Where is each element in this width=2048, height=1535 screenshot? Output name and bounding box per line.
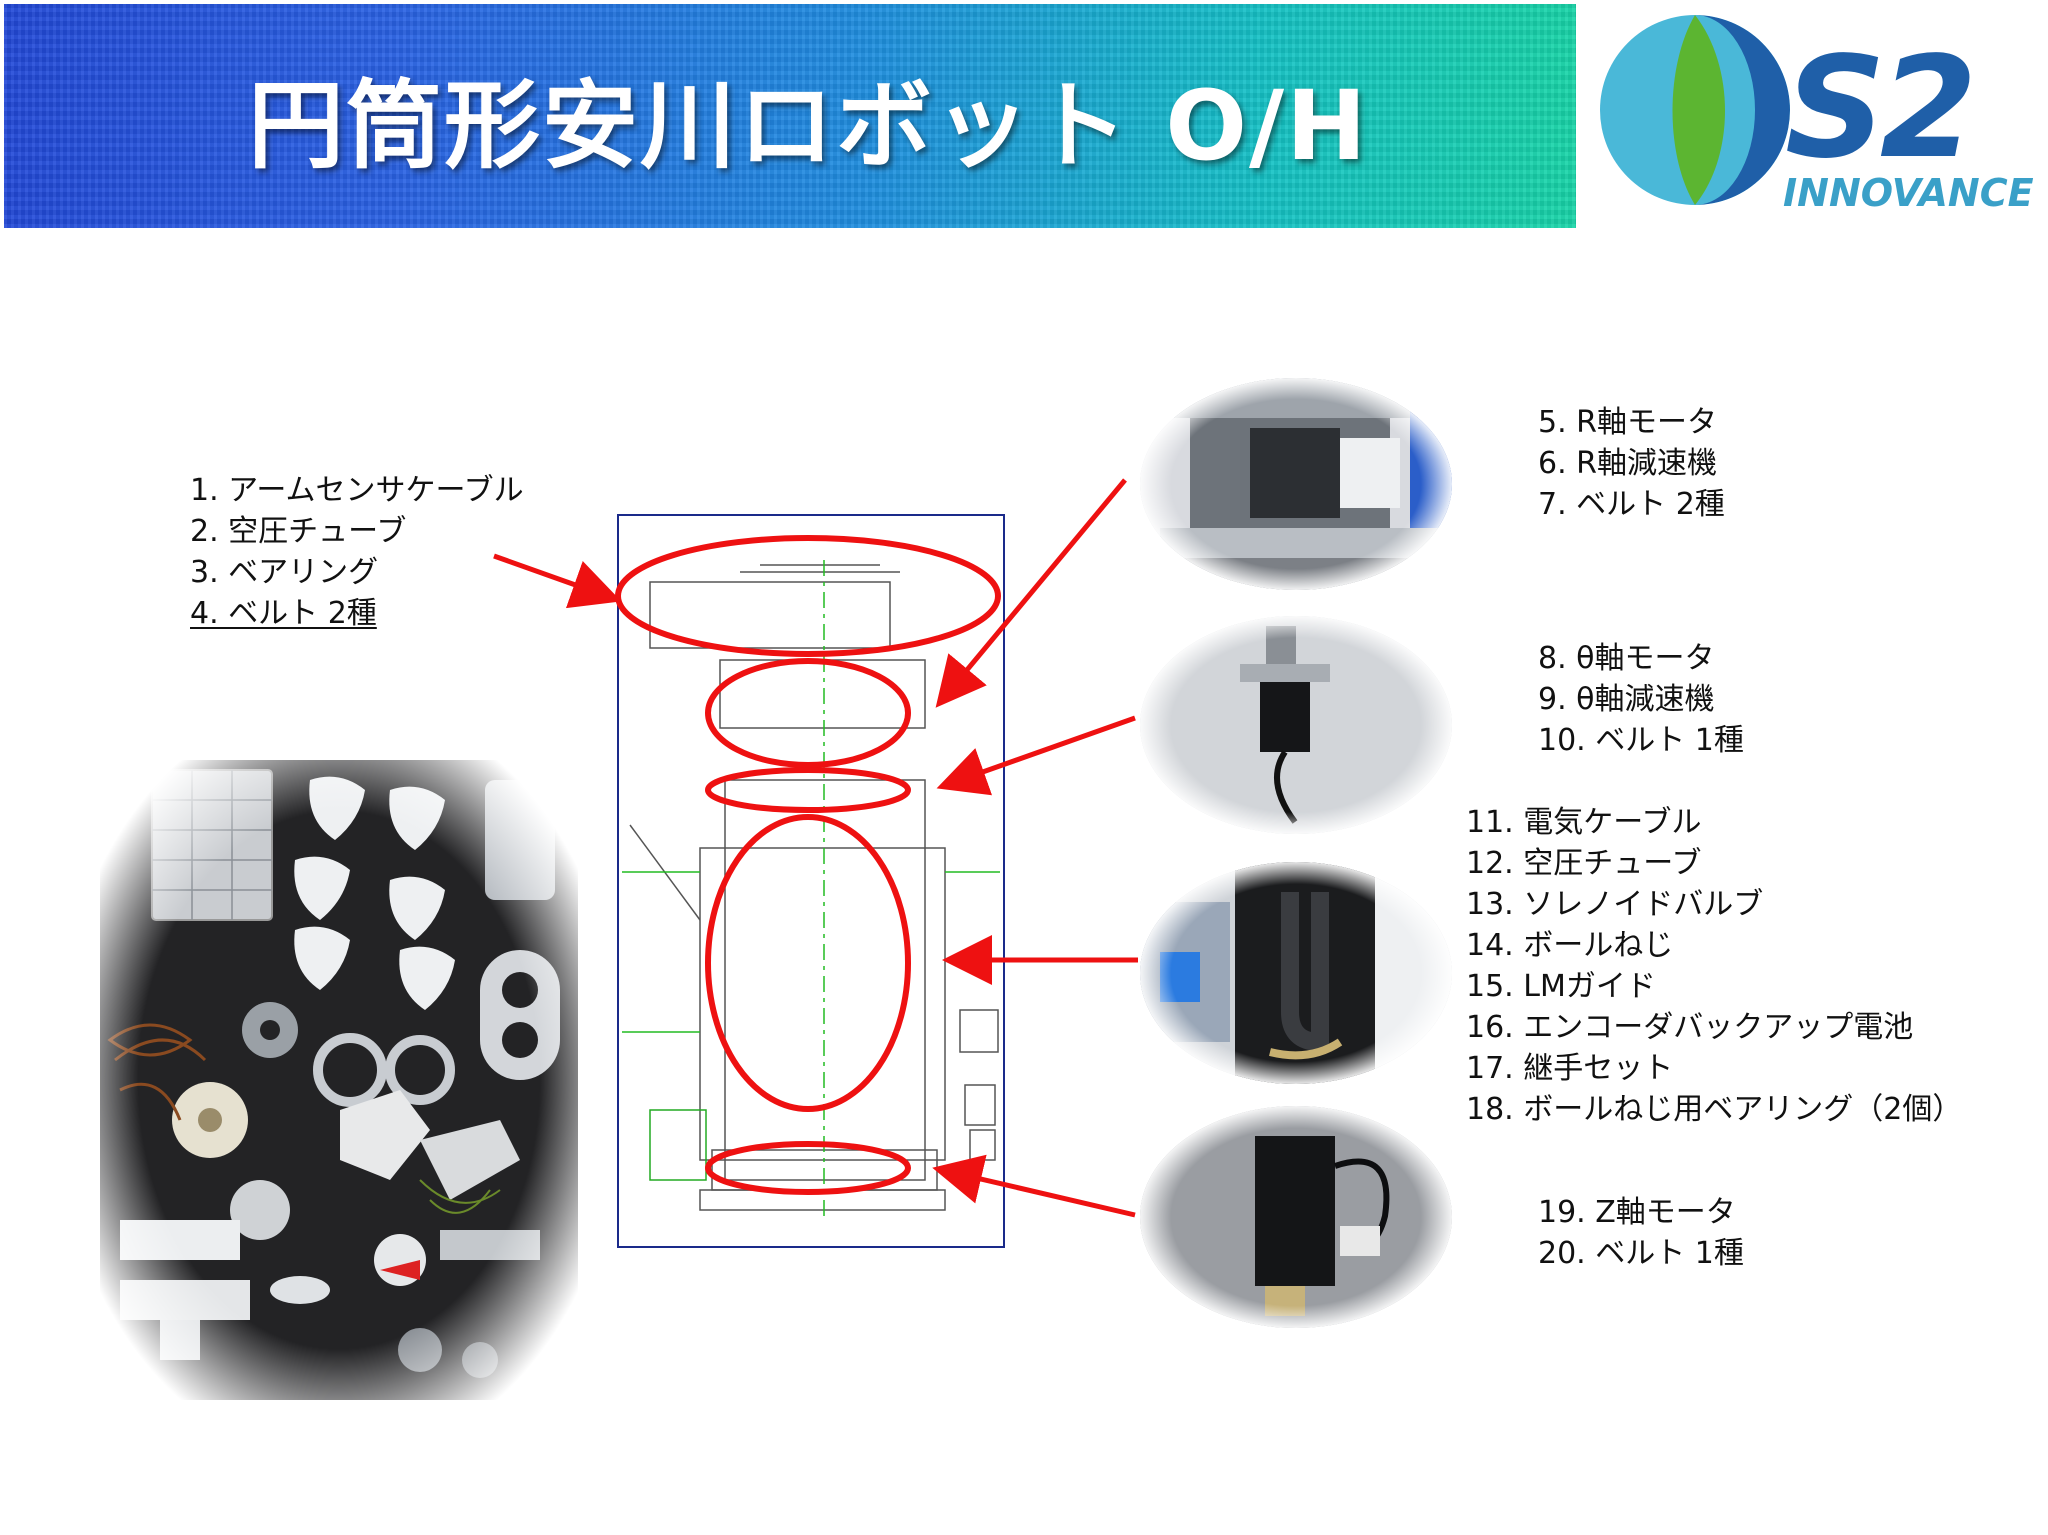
list-item: 16. エンコーダバックアップ電池	[1466, 1010, 1914, 1045]
parts-list-5: 19. Z軸モータ 20. ベルト 1種	[1538, 1192, 1744, 1274]
list-item: 15. LMガイド	[1466, 969, 1656, 1004]
logo-subtitle: INNOVANCE	[1783, 171, 2034, 215]
list-item: 17. 継手セット	[1466, 1051, 1674, 1086]
list-item: 12. 空圧チューブ	[1466, 846, 1702, 881]
parts-photo	[100, 760, 578, 1400]
list-item: 11. 電気ケーブル	[1466, 805, 1702, 840]
page-title: 円筒形安川ロボット O/H	[248, 70, 1369, 182]
list-item: 13. ソレノイドバルブ	[1466, 887, 1764, 922]
robot-outline	[629, 564, 999, 1211]
highlight-ellipses	[615, 535, 1001, 1195]
list-item: 18. ボールねじ用ベアリング（2個）	[1466, 1092, 1963, 1127]
theta-axis-motor-photo	[1140, 616, 1452, 834]
list-item: 5. R軸モータ	[1538, 405, 1718, 440]
logo-wordmark: S2	[1785, 27, 1971, 190]
list-item: 1. アームセンサケーブル	[190, 473, 524, 508]
list-item: 6. R軸減速機	[1538, 446, 1718, 481]
list-item: 4. ベルト 2種	[190, 596, 377, 631]
drawing-frame	[617, 514, 1005, 1248]
list-item: 9. θ軸減速機	[1538, 682, 1715, 717]
list-item: 20. ベルト 1種	[1538, 1236, 1744, 1271]
parts-list-4: 11. 電気ケーブル 12. 空圧チューブ 13. ソレノイドバルブ 14. ボ…	[1466, 802, 1962, 1130]
list-item: 7. ベルト 2種	[1538, 487, 1725, 522]
parts-list-2: 5. R軸モータ 6. R軸減速機 7. ベルト 2種	[1538, 402, 1725, 525]
z-axis-motor-photo	[1140, 1106, 1452, 1328]
parts-list-3: 8. θ軸モータ 9. θ軸減速機 10. ベルト 1種	[1538, 638, 1744, 761]
list-item: 19. Z軸モータ	[1538, 1195, 1736, 1230]
list-item: 3. ベアリング	[190, 555, 379, 590]
cable-chain-photo	[1140, 862, 1452, 1084]
title-banner	[4, 4, 1576, 228]
list-item: 10. ベルト 1種	[1538, 723, 1744, 758]
company-logo: S2 INNOVANCE	[1585, 6, 2045, 226]
list-item: 14. ボールねじ	[1466, 928, 1674, 963]
centerlines	[622, 560, 1000, 1220]
r-axis-motor-photo	[1140, 378, 1452, 590]
parts-list-1: 1. アームセンサケーブル 2. 空圧チューブ 3. ベアリング 4. ベルト …	[190, 470, 524, 634]
list-item: 8. θ軸モータ	[1538, 641, 1715, 676]
callout-arrows	[493, 478, 1138, 1218]
list-item: 2. 空圧チューブ	[190, 514, 407, 549]
